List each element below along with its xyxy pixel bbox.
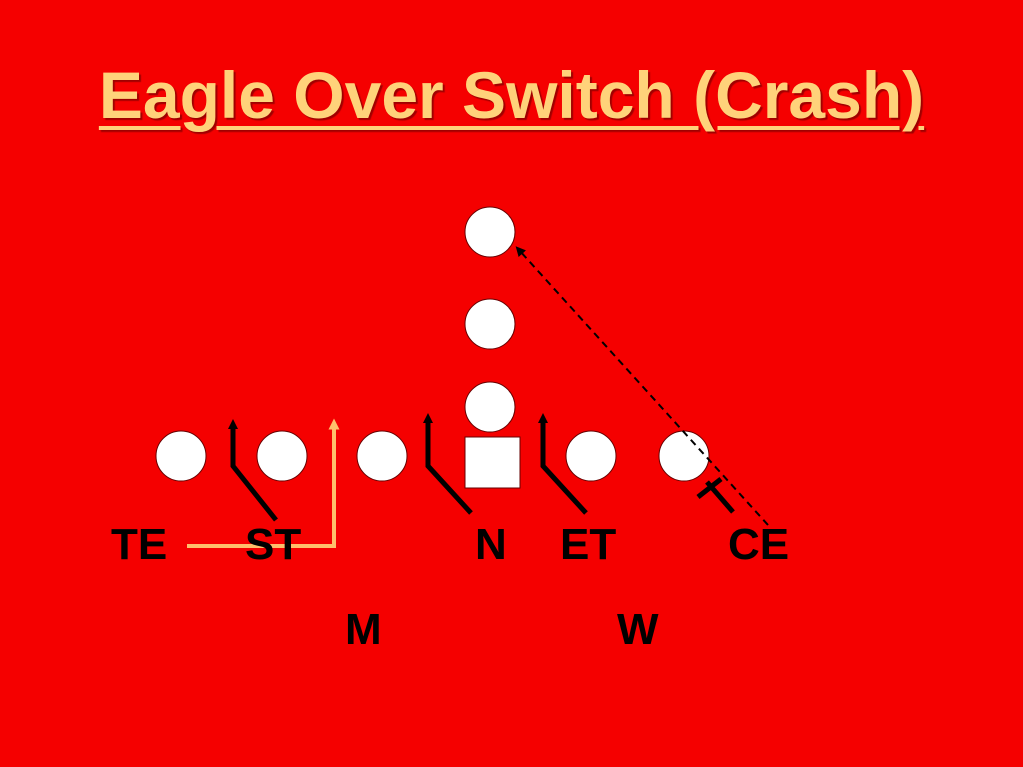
label-m: M bbox=[345, 605, 382, 654]
label-st: ST bbox=[245, 520, 301, 569]
n-stunt-arrow bbox=[423, 413, 473, 515]
page-title: Eagle Over Switch (Crash) bbox=[98, 58, 925, 132]
offense-tight-end bbox=[155, 430, 207, 482]
label-w: W bbox=[617, 605, 659, 654]
te-rotation-route bbox=[187, 418, 340, 548]
et-stunt-arrow bbox=[538, 413, 588, 515]
label-et: ET bbox=[560, 520, 616, 569]
offense-guard-left bbox=[356, 430, 408, 482]
offense-center bbox=[464, 436, 521, 489]
label-n: N bbox=[475, 520, 507, 569]
offense-tackle-left bbox=[256, 430, 308, 482]
st-stunt-arrow bbox=[228, 419, 278, 522]
ce-block-bar bbox=[696, 477, 723, 499]
label-ce: CE bbox=[728, 520, 789, 569]
ce-read-dashed-line bbox=[515, 246, 769, 526]
label-te: TE bbox=[111, 520, 167, 569]
offense-tackle-right bbox=[658, 430, 710, 482]
offense-guard-right bbox=[565, 430, 617, 482]
offense-back-middle bbox=[464, 298, 516, 350]
offense-back-deep bbox=[464, 206, 516, 258]
offense-quarterback bbox=[464, 381, 516, 433]
